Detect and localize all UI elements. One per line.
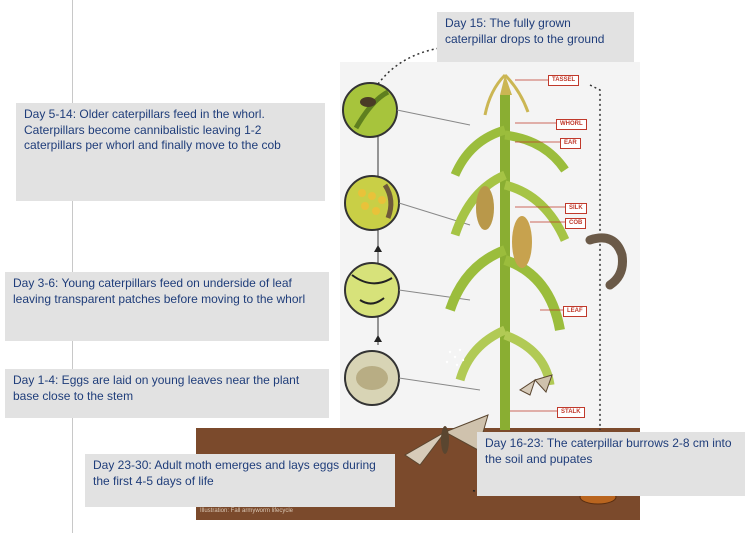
adult-moth-small [520,375,552,395]
stage-day-5-14: Day 5-14: Older caterpillars feed in the… [16,103,325,201]
eggs-circle [345,351,399,405]
stage-day-23-30: Day 23-30: Adult moth emerges and lays e… [85,454,395,507]
dotted-connector-top [378,48,440,84]
leaf-underside-circle [345,263,399,317]
whorl-feeding-circle [343,83,397,137]
label-leaf: LEAF [563,306,587,317]
stage-day-3-6: Day 3-6: Young caterpillars feed on unde… [5,272,329,341]
cob-feeding-circle [345,176,399,230]
arrow-up-icon [374,335,382,342]
stage-day-16-23: Day 16-23: The caterpillar burrows 2-8 c… [477,432,745,496]
label-stalk: STALK [557,407,585,418]
dropping-caterpillar [590,238,623,285]
arrow-up-icon [374,245,382,252]
label-tassel: TASSEL [548,75,579,86]
label-silk: SILK [565,203,587,214]
label-ear: EAR [560,138,581,149]
pointer-line [397,110,470,125]
label-whorl: WHORL [556,119,587,130]
stage-day-1-4: Day 1-4: Eggs are laid on young leaves n… [5,369,329,418]
adult-moth-large [405,415,488,465]
scattered-eggs [446,349,464,366]
label-cob: COB [565,218,586,229]
pointer-line [399,378,480,390]
stage-day-15: Day 15: The fully grown caterpillar drop… [437,12,634,62]
dotted-connector-right [590,85,600,430]
